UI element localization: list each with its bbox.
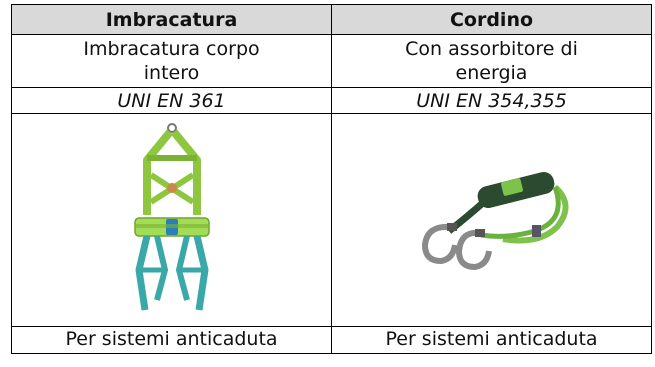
lanyard-illustration-icon [421,172,568,271]
standard-row: UNI EN 361 UNI EN 354,355 [11,87,652,114]
image-cell-lanyard [331,113,652,327]
standard-harness: UNI EN 361 [11,87,332,114]
header-row: Imbracatura Cordino [11,4,652,35]
footer-harness: Per sistemi anticaduta [11,326,332,354]
description-harness: Imbracatura corpo intero [11,34,332,88]
description-lanyard-text: Con assorbitore di energia [405,38,578,84]
description-row: Imbracatura corpo intero Con assorbitore… [11,34,652,88]
description-lanyard: Con assorbitore di energia [331,34,652,88]
footer-lanyard: Per sistemi anticaduta [331,326,652,354]
image-cell-harness [11,113,332,327]
image-row [11,113,652,327]
harness-illustration-icon [133,123,210,311]
description-harness-text: Imbracatura corpo intero [83,38,260,84]
standard-lanyard: UNI EN 354,355 [331,87,652,114]
footer-row: Per sistemi anticaduta Per sistemi antic… [11,326,652,354]
header-harness: Imbracatura [11,4,332,35]
ppe-table: Imbracatura Cordino Imbracatura corpo in… [11,4,652,354]
header-lanyard: Cordino [331,4,652,35]
